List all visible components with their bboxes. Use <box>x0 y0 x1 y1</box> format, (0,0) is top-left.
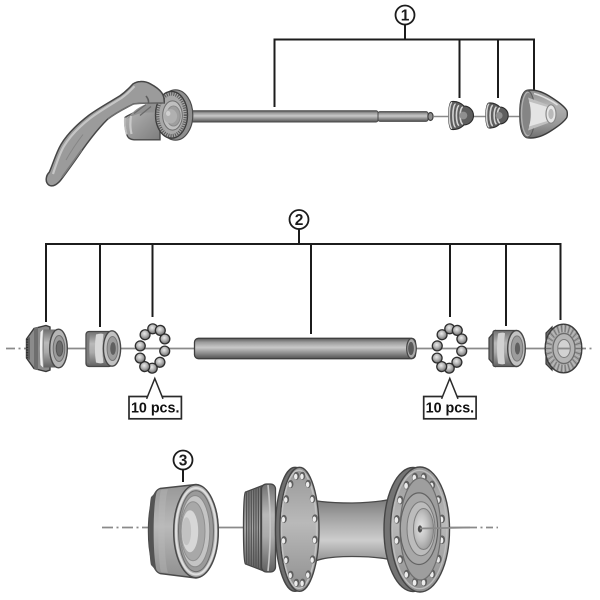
svg-text:2: 2 <box>295 212 304 229</box>
svg-text:1: 1 <box>401 8 410 25</box>
svg-text:10 pcs.: 10 pcs. <box>426 401 474 417</box>
svg-text:10 pcs.: 10 pcs. <box>131 401 179 417</box>
svg-text:3: 3 <box>179 453 188 470</box>
